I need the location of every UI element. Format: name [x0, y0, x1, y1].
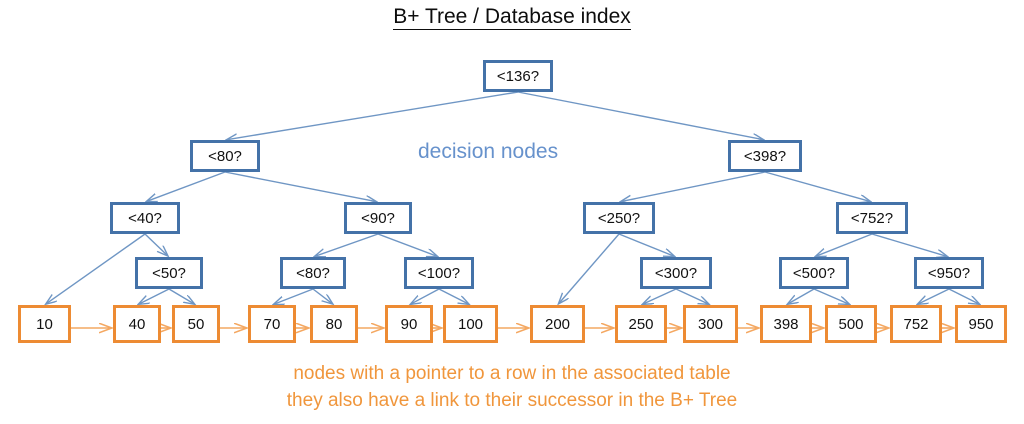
node-label: 950	[968, 315, 994, 333]
tree-edge	[643, 288, 677, 304]
leaf-node-l200[interactable]: 200	[530, 305, 585, 343]
node-label: 752	[903, 315, 929, 333]
tree-edge	[377, 233, 437, 256]
node-label: 10	[36, 315, 53, 333]
decision-node-n300[interactable]: <300?	[640, 257, 712, 289]
decision-node-n40[interactable]: <40?	[110, 202, 180, 234]
decision-node-n100[interactable]: <100?	[404, 257, 474, 289]
tree-edge	[764, 171, 870, 201]
tree-edge	[139, 288, 170, 304]
decision-node-n950[interactable]: <950?	[914, 257, 984, 289]
tree-edge	[621, 171, 766, 202]
node-label: 50	[187, 315, 205, 333]
tree-edge	[312, 288, 332, 304]
tree-edge	[559, 233, 620, 303]
leaf-node-l250[interactable]: 250	[615, 305, 667, 343]
node-label: 100	[457, 315, 484, 333]
node-label: 300	[697, 315, 724, 333]
leaf-node-l300[interactable]: 300	[683, 305, 738, 343]
node-label: 200	[544, 315, 571, 333]
node-label: <136?	[496, 67, 540, 85]
decision-node-n500[interactable]: <500?	[779, 257, 849, 289]
decision-node-n80b[interactable]: <80?	[280, 257, 346, 289]
page-title: B+ Tree / Database index	[0, 5, 1024, 30]
tree-edges	[46, 91, 979, 304]
node-label: 90	[400, 315, 418, 333]
tree-edge	[224, 171, 376, 202]
decision-node-n90[interactable]: <90?	[344, 202, 412, 234]
decision-node-n250[interactable]: <250?	[583, 202, 655, 234]
decision-node-n80a[interactable]: <80?	[190, 140, 260, 172]
node-label: <40?	[128, 209, 162, 227]
leaf-node-l10[interactable]: 10	[18, 305, 71, 343]
tree-edge	[813, 288, 849, 304]
leaf-node-l70[interactable]: 70	[248, 305, 296, 343]
decision-node-n398[interactable]: <398?	[728, 140, 802, 172]
node-label: <80?	[296, 264, 330, 282]
decision-node-n136[interactable]: <136?	[483, 60, 553, 92]
tree-edge	[675, 288, 709, 304]
leaf-node-l80[interactable]: 80	[310, 305, 358, 343]
tree-edge	[411, 288, 440, 304]
leaf-node-l950[interactable]: 950	[955, 305, 1007, 343]
leaf-node-l50[interactable]: 50	[172, 305, 220, 343]
leaf-node-l100[interactable]: 100	[443, 305, 498, 343]
tree-edge	[788, 288, 815, 304]
node-label: 40	[128, 315, 146, 333]
leaf-node-l500[interactable]: 500	[825, 305, 877, 343]
node-label: <752?	[850, 209, 894, 227]
node-label: <100?	[417, 264, 461, 282]
tree-edge	[46, 233, 146, 304]
node-label: <950?	[927, 264, 971, 282]
tree-edge	[438, 288, 469, 304]
tree-edge	[315, 233, 379, 256]
tree-edge	[517, 91, 763, 140]
page-title-text: B+ Tree / Database index	[393, 5, 631, 30]
node-label: 70	[263, 315, 281, 333]
decision-node-n752[interactable]: <752?	[836, 202, 908, 234]
caption-line-2: they also have a link to their successor…	[286, 390, 738, 411]
tree-edge	[144, 233, 168, 256]
decision-node-n50[interactable]: <50?	[135, 257, 203, 289]
tree-edge	[816, 233, 873, 256]
tree-edge	[918, 288, 950, 304]
node-label: 398	[773, 315, 799, 333]
node-label: <90?	[361, 209, 395, 227]
caption-line-1: nodes with a pointer to a row in the ass…	[293, 363, 731, 384]
tree-edge	[274, 288, 314, 304]
node-label: 500	[838, 315, 864, 333]
tree-edge	[168, 288, 194, 304]
node-label: <250?	[597, 209, 641, 227]
tree-edge	[948, 288, 979, 304]
leaf-node-l40[interactable]: 40	[113, 305, 161, 343]
node-label: <50?	[152, 264, 186, 282]
tree-edge	[871, 233, 947, 256]
tree-edge	[147, 171, 226, 201]
decision-nodes-label: decision nodes	[418, 140, 559, 163]
node-label: <300?	[654, 264, 698, 282]
node-label: <398?	[743, 147, 787, 165]
leaf-node-l398[interactable]: 398	[760, 305, 812, 343]
leaf-node-l90[interactable]: 90	[385, 305, 433, 343]
tree-edge	[227, 91, 519, 140]
node-label: 250	[628, 315, 654, 333]
tree-edge	[618, 233, 674, 256]
node-label: 80	[325, 315, 343, 333]
leaf-node-l752[interactable]: 752	[890, 305, 942, 343]
node-label: <80?	[208, 147, 242, 165]
node-label: <500?	[792, 264, 836, 282]
